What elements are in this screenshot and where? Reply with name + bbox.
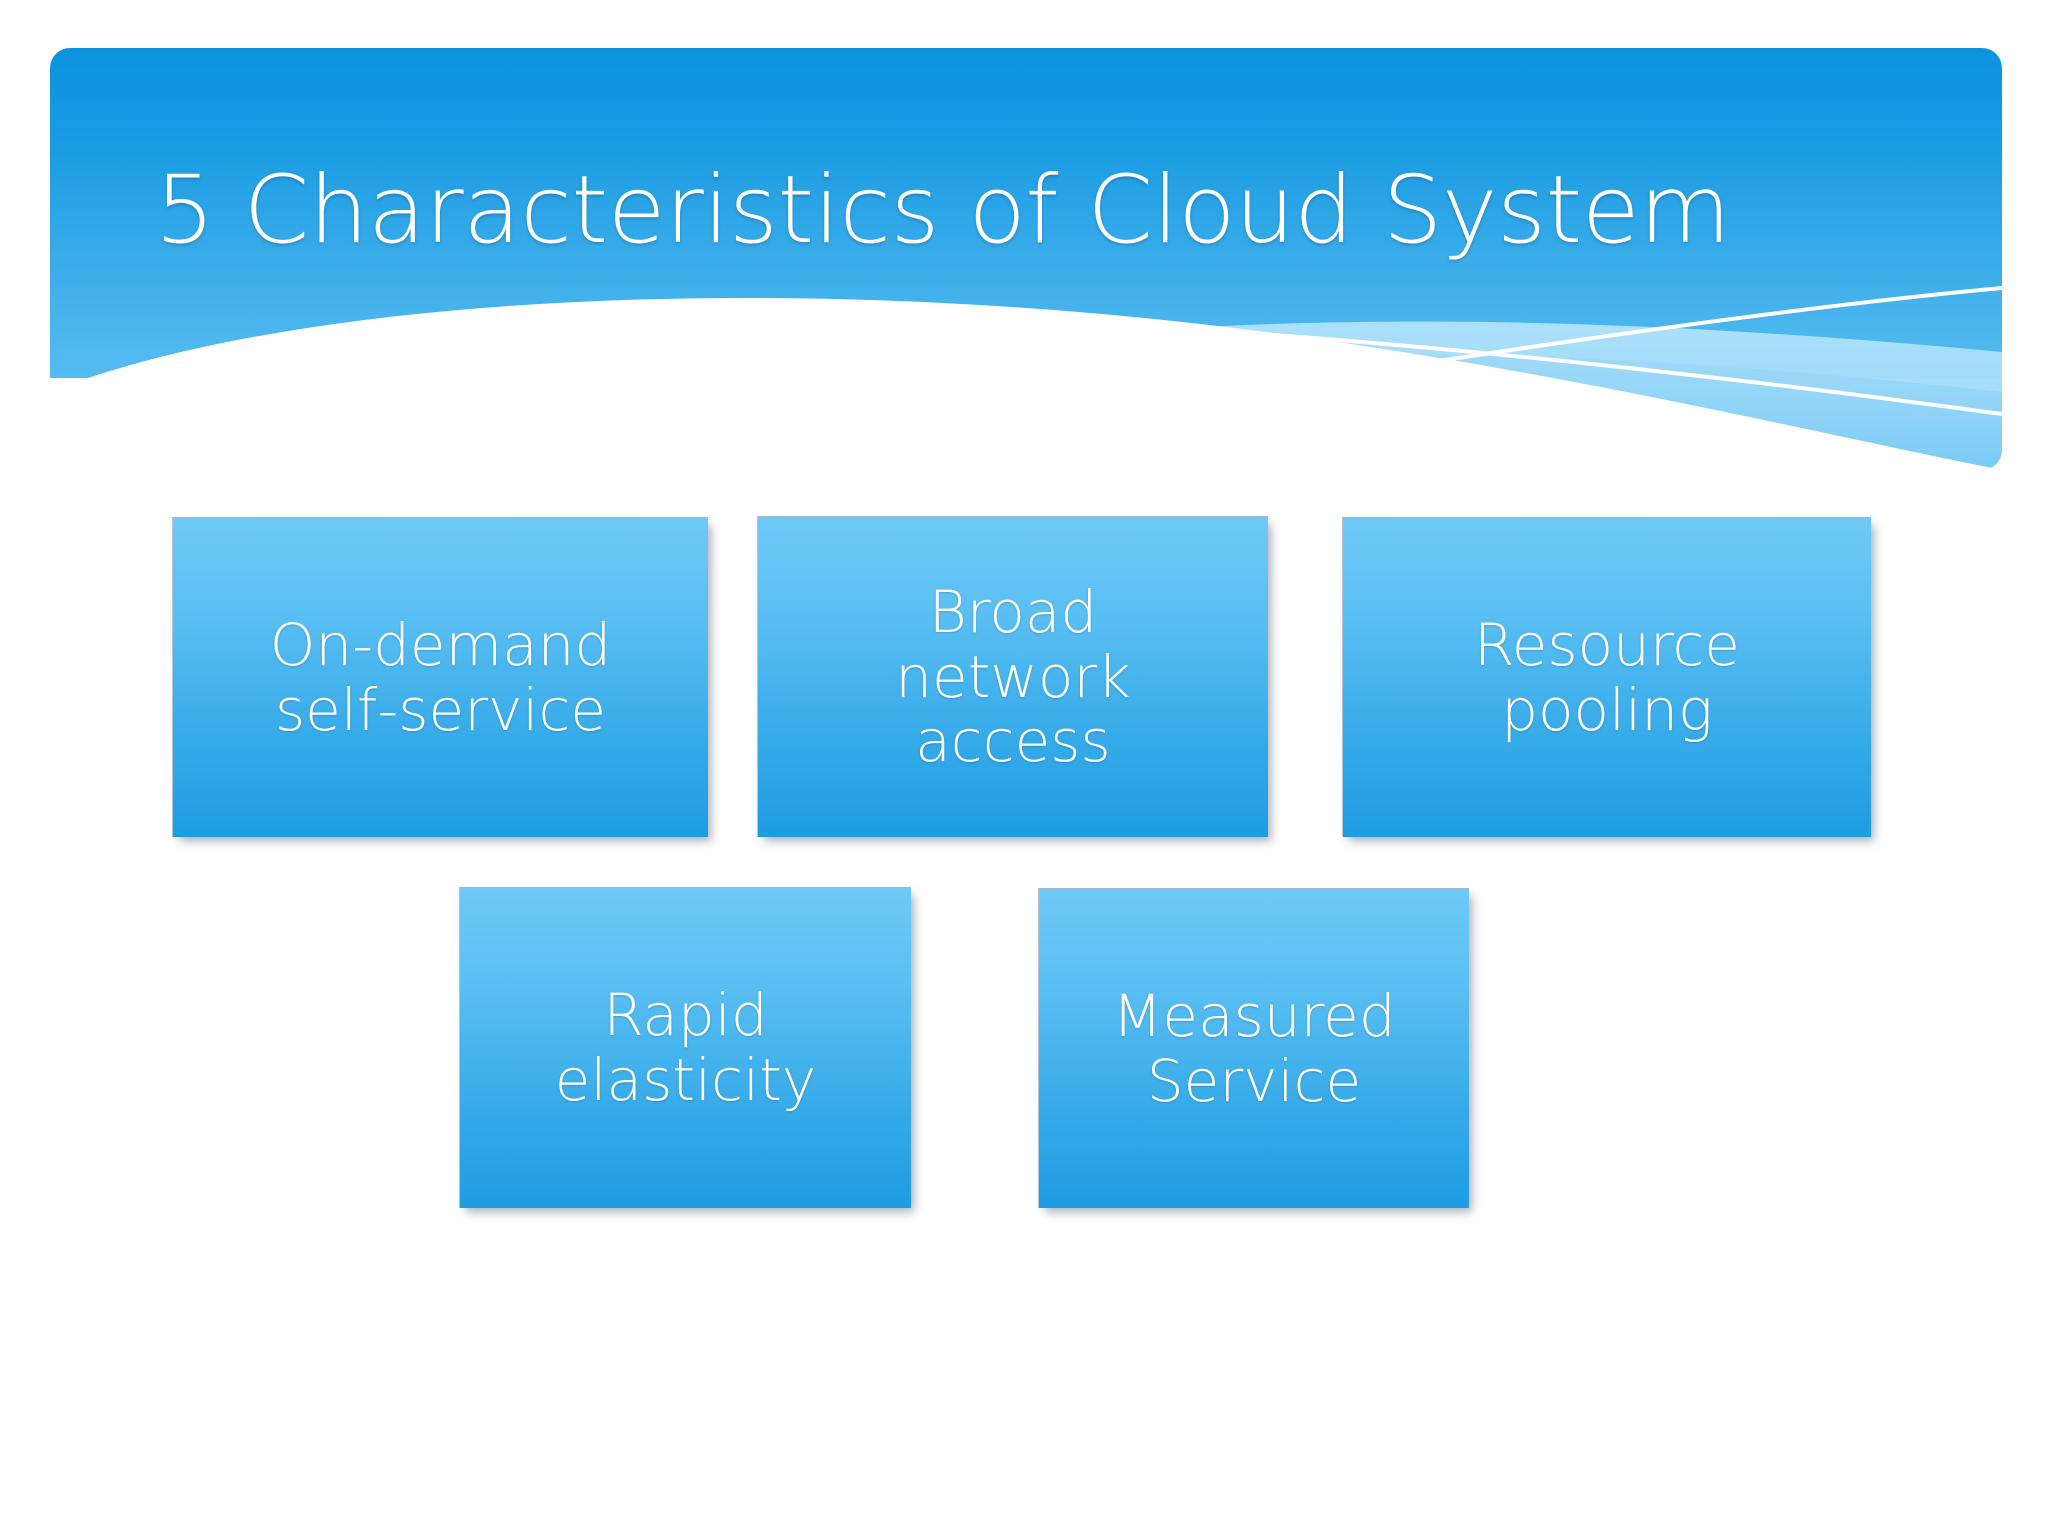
characteristic-label: Rapid elasticity — [554, 981, 817, 1114]
page-title: 5 Characteristics of Cloud System — [155, 156, 1731, 265]
characteristic-box-measured-service[interactable]: Measured Service — [1038, 888, 1469, 1208]
characteristic-box-broad-network-access[interactable]: Broad network access — [757, 516, 1268, 837]
characteristic-label: Resource pooling — [1474, 610, 1740, 744]
characteristic-label: Broad network access — [895, 577, 1131, 776]
characteristic-box-resource-pooling[interactable]: Resource pooling — [1342, 517, 1871, 837]
title-banner: 5 Characteristics of Cloud System — [50, 48, 2002, 378]
characteristic-box-rapid-elasticity[interactable]: Rapid elasticity — [459, 887, 911, 1208]
characteristic-label: On-demand self-service — [269, 610, 612, 744]
characteristic-label: Measured Service — [1112, 981, 1396, 1115]
characteristic-box-on-demand-self-service[interactable]: On-demand self-service — [172, 517, 708, 837]
